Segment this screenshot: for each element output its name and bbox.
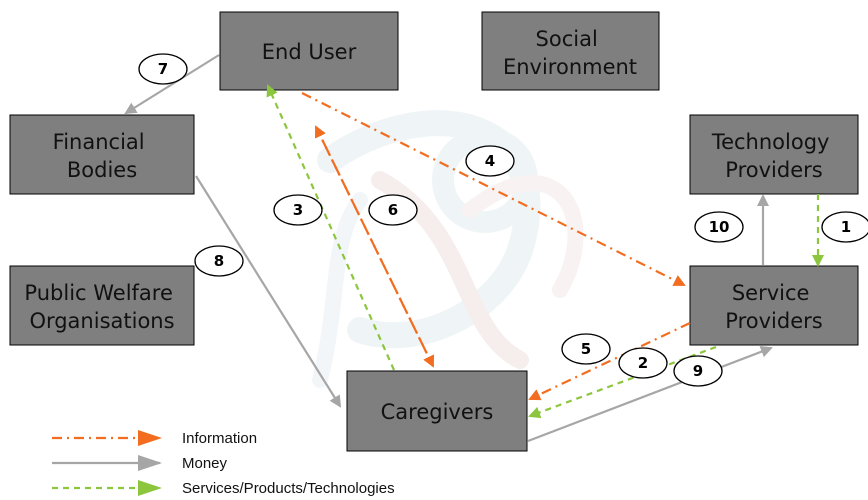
node-caregivers-label: Caregivers	[381, 400, 494, 424]
badge-5: 5	[561, 333, 611, 365]
flow-money-financial-to-caregivers	[195, 175, 342, 408]
node-service-providers-label: Service Providers	[725, 281, 822, 333]
badge-3-label: 3	[293, 201, 303, 219]
node-tech-line-1: Technology	[711, 130, 830, 154]
badge-8: 8	[194, 245, 244, 277]
badge-4-label: 4	[485, 152, 495, 170]
node-social-line-1: Social	[536, 27, 598, 51]
node-caregivers: Caregivers	[346, 370, 528, 452]
legend-label-information: Information	[182, 430, 257, 447]
badge-9: 9	[673, 355, 723, 387]
legend-item-money: Money	[52, 455, 228, 472]
node-financial-bodies-label: Financial Bodies	[53, 130, 152, 182]
badge-1-label: 1	[841, 218, 851, 236]
node-technology-providers: Technology Providers	[689, 114, 859, 195]
badge-8-label: 8	[214, 252, 224, 270]
node-tech-line-2: Providers	[725, 158, 822, 182]
badge-3: 3	[273, 194, 323, 226]
badge-7-label: 7	[158, 60, 168, 78]
legend-item-services: Services/Products/Technologies	[52, 480, 395, 497]
node-welfare-line-1: Public Welfare	[24, 281, 172, 305]
badge-2: 2	[618, 347, 668, 379]
flow-information-end-user-to-service	[301, 92, 686, 286]
legend-label-services: Services/Products/Technologies	[182, 480, 395, 497]
node-financial-line-2: Bodies	[67, 158, 137, 182]
badge-10-label: 10	[709, 218, 730, 236]
node-public-welfare-label: Public Welfare Organisations	[24, 281, 179, 333]
node-end-user-label: End User	[262, 40, 357, 64]
node-social-environment-label: Social Environment	[503, 27, 637, 79]
badge-6-label: 6	[388, 201, 398, 219]
badge-10: 10	[694, 211, 744, 243]
node-service-line-2: Providers	[725, 309, 822, 333]
node-end-user: End User	[219, 11, 399, 91]
node-public-welfare-organisations: Public Welfare Organisations	[9, 265, 195, 346]
node-financial-line-1: Financial	[53, 130, 145, 154]
badge-1: 1	[821, 211, 868, 243]
node-social-line-2: Environment	[503, 55, 637, 79]
flow-information-end-user-caregivers	[315, 126, 434, 368]
legend: Information Money Services/Products/Tech…	[52, 430, 395, 497]
flow-money-end-user-to-financial	[124, 54, 220, 115]
node-technology-providers-label: Technology Providers	[711, 130, 836, 182]
badge-2-label: 2	[638, 354, 648, 372]
badge-4: 4	[465, 145, 515, 177]
badge-6: 6	[368, 194, 418, 226]
badge-5-label: 5	[581, 340, 591, 358]
background-watermark	[312, 110, 584, 388]
node-caregivers-line-1: Caregivers	[381, 400, 494, 424]
node-financial-bodies: Financial Bodies	[9, 114, 195, 195]
node-end-user-line-1: End User	[262, 40, 357, 64]
node-welfare-line-2: Organisations	[29, 309, 174, 333]
node-service-providers: Service Providers	[689, 265, 859, 346]
badge-7: 7	[138, 53, 188, 85]
flow-information-service-to-caregivers	[528, 322, 691, 401]
legend-label-money: Money	[182, 455, 228, 472]
flow-services-caregivers-to-end-user	[266, 84, 396, 371]
badge-9-label: 9	[693, 362, 703, 380]
node-service-line-1: Service	[732, 281, 810, 305]
legend-item-information: Information	[52, 430, 257, 447]
flow-money-caregivers-to-service	[527, 345, 773, 443]
node-social-environment: Social Environment	[481, 11, 660, 91]
